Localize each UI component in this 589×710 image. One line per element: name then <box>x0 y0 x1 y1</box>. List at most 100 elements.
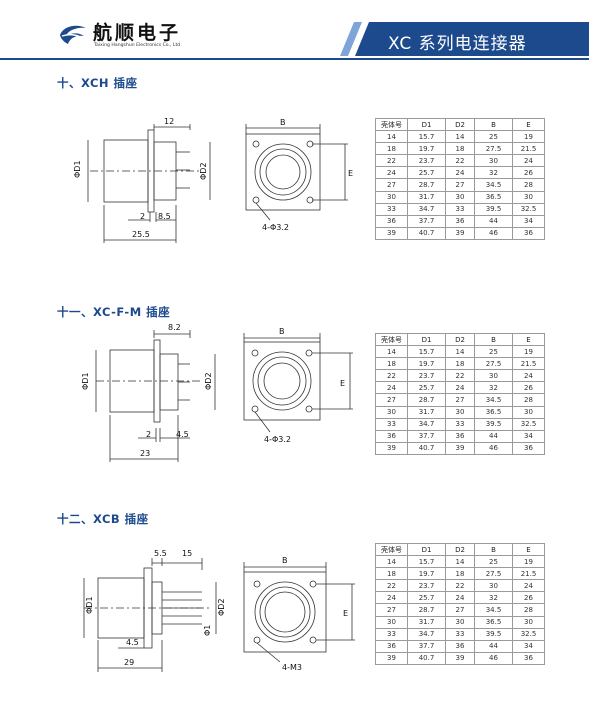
table-cell: 32 <box>474 591 513 605</box>
table-header-cell: 壳体号 <box>375 117 408 132</box>
table-cell: 36 <box>512 651 545 665</box>
table-cell: 39 <box>375 651 408 665</box>
table-cell: 36 <box>512 226 545 240</box>
xcb-dim-phi1: Φ1 <box>203 625 212 636</box>
table-cell: 39 <box>445 226 475 240</box>
table-cell: 36 <box>375 639 408 653</box>
table-cell: 24 <box>375 381 408 395</box>
xcb-dim-t1: 5.5 <box>154 549 167 558</box>
table-cell: 33 <box>375 202 408 216</box>
table-cell: 15.7 <box>407 555 446 569</box>
table-cell: 36 <box>445 429 475 443</box>
xch-dim-E: E <box>348 169 353 178</box>
table-cell: 26 <box>512 381 545 395</box>
xcfm-dim-b: 4.5 <box>176 430 189 439</box>
table-cell: 27 <box>375 393 408 407</box>
table-cell: 14 <box>445 555 475 569</box>
xch-dim-d1: ΦD1 <box>73 160 82 178</box>
table-cell: 28.7 <box>407 393 446 407</box>
table-cell: 34 <box>512 429 545 443</box>
table-cell: 30 <box>445 405 475 419</box>
table-cell: 27.5 <box>474 357 513 371</box>
table-cell: 30 <box>445 615 475 629</box>
xch-dim-b: 8.5 <box>158 212 171 221</box>
table-cell: 25 <box>474 130 513 144</box>
table-cell: 18 <box>445 357 475 371</box>
table-cell: 34.7 <box>407 417 446 431</box>
table-cell: 18 <box>445 567 475 581</box>
table-cell: 19.7 <box>407 357 446 371</box>
table-cell: 31.7 <box>407 615 446 629</box>
table-cell: 39.5 <box>474 202 513 216</box>
xcb-dim-t2: 15 <box>182 549 192 558</box>
table-cell: 37.7 <box>407 429 446 443</box>
table-cell: 33 <box>445 417 475 431</box>
table-cell: 24 <box>375 591 408 605</box>
table-cell: 30 <box>445 190 475 204</box>
xch-dim-top: 12 <box>164 117 174 126</box>
table-header-cell: E <box>512 332 545 347</box>
table-cell: 22 <box>375 369 408 383</box>
company-name-cn: 航顺电子 <box>93 22 182 44</box>
table-cell: 34.7 <box>407 627 446 641</box>
table-cell: 39 <box>445 651 475 665</box>
table-cell: 14 <box>375 130 408 144</box>
table-cell: 18 <box>375 357 408 371</box>
table-cell: 24 <box>512 579 545 593</box>
table-cell: 23.7 <box>407 369 446 383</box>
xcb-dim-total: 29 <box>124 658 134 667</box>
table-cell: 24 <box>512 369 545 383</box>
table-cell: 34 <box>512 214 545 228</box>
table-cell: 34.5 <box>474 178 513 192</box>
table-cell: 22 <box>445 579 475 593</box>
xcfm-dim-top: 8.2 <box>168 323 181 332</box>
table-cell: 21.5 <box>512 142 545 156</box>
xch-dim-B: B <box>280 118 286 127</box>
xch-dim-total: 25.5 <box>132 230 150 239</box>
table-cell: 40.7 <box>407 226 446 240</box>
table-cell: 22 <box>375 579 408 593</box>
table-cell: 40.7 <box>407 651 446 665</box>
table-cell: 30 <box>512 615 545 629</box>
table-cell: 33 <box>375 417 408 431</box>
table-cell: 28.7 <box>407 603 446 617</box>
table-cell: 21.5 <box>512 357 545 371</box>
table-cell: 28 <box>512 178 545 192</box>
table-cell: 22 <box>375 154 408 168</box>
table-cell: 31.7 <box>407 405 446 419</box>
table-cell: 46 <box>474 441 513 455</box>
table-cell: 22 <box>445 154 475 168</box>
table-header-cell: 壳体号 <box>375 332 408 347</box>
table-cell: 23.7 <box>407 154 446 168</box>
table-cell: 14 <box>445 130 475 144</box>
table-cell: 26 <box>512 591 545 605</box>
table-cell: 25 <box>474 345 513 359</box>
table-cell: 44 <box>474 429 513 443</box>
table-cell: 36.5 <box>474 190 513 204</box>
table-cell: 36 <box>375 429 408 443</box>
table-cell: 33 <box>375 627 408 641</box>
table-cell: 27 <box>445 603 475 617</box>
table-cell: 46 <box>474 651 513 665</box>
table-cell: 27 <box>445 178 475 192</box>
table-cell: 36 <box>445 639 475 653</box>
table-cell: 14 <box>375 345 408 359</box>
xcb-dim-E: E <box>343 609 348 618</box>
table-cell: 30 <box>512 190 545 204</box>
table-cell: 34.7 <box>407 202 446 216</box>
table-cell: 30 <box>474 154 513 168</box>
table-cell: 28.7 <box>407 178 446 192</box>
table-header-cell: 壳体号 <box>375 542 408 557</box>
table-cell: 22 <box>445 369 475 383</box>
